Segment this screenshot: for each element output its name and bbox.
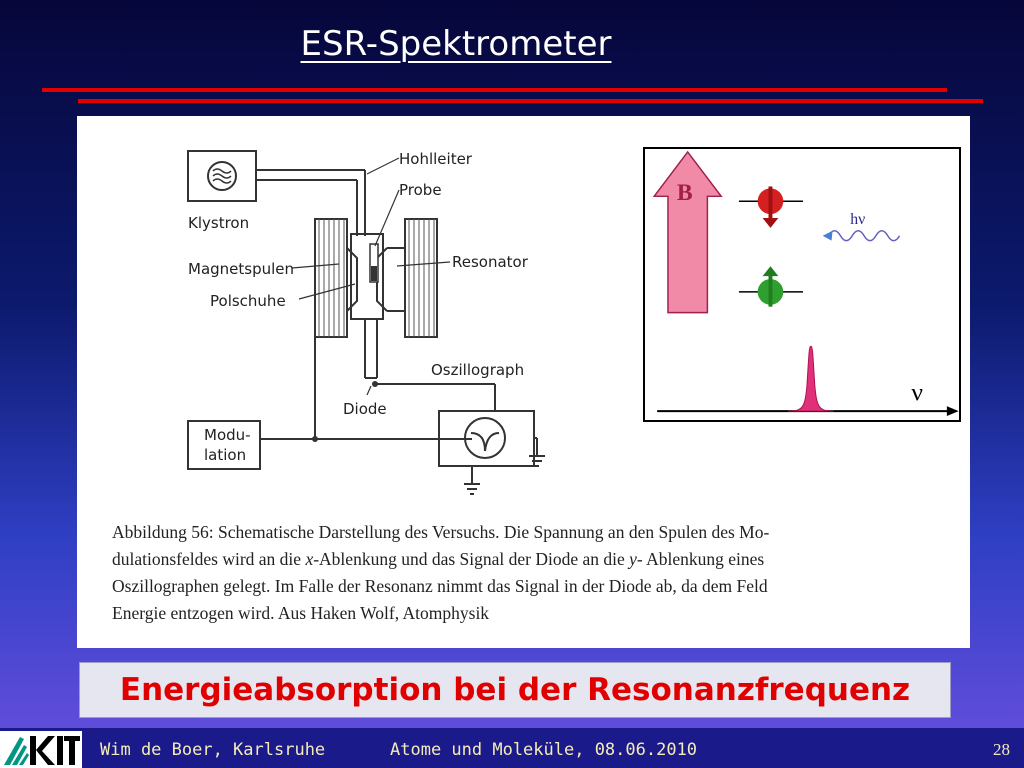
slide-title: ESR-Spektrometer <box>300 24 612 64</box>
probe-sample <box>369 243 379 283</box>
b-field-label: B <box>677 180 693 206</box>
footer-author: Wim de Boer, Karlsruhe <box>100 740 326 760</box>
resonator-body <box>350 233 384 320</box>
modulation-box <box>187 420 261 470</box>
label-modulation-1: Modu- <box>204 426 251 444</box>
caption-var-x: x <box>305 549 314 569</box>
caption-line-1: Abbildung 56: Schematische Darstellung d… <box>112 522 770 542</box>
esr-level-diagram: B hν ν <box>643 147 961 422</box>
title-rule-top <box>42 88 947 92</box>
b-field-arrow <box>652 150 723 314</box>
footer-course-date: Atome und Moleküle, 08.06.2010 <box>390 740 698 760</box>
klystron-box <box>187 150 257 202</box>
label-hohlleiter: Hohlleiter <box>399 150 473 168</box>
caption-var-y: y <box>629 549 637 569</box>
label-magnetspulen: Magnetspulen <box>188 260 294 278</box>
caption-line-2-part-1: dulationsfeldes wird an die <box>112 549 306 569</box>
label-resonator: Resonator <box>452 253 529 271</box>
title-rule-bottom <box>78 99 983 103</box>
label-probe: Probe <box>399 181 442 199</box>
slide-footer: Wim de Boer, Karlsruhe Atome und Molekül… <box>0 728 1024 768</box>
frequency-axis-label: ν <box>911 377 923 406</box>
caption-line-2: dulationsfeldes wird an die x-Ablenkung … <box>112 546 942 573</box>
label-oszillograph: Oszillograph <box>431 361 524 379</box>
headline-box: Energieabsorption bei der Resonanzfreque… <box>79 662 951 718</box>
caption-line-2-part-3: - Ablenkung eines <box>636 549 765 569</box>
kit-logo <box>0 731 82 768</box>
klystron-wave-icon <box>207 161 237 191</box>
magnet-coil-left <box>314 218 348 338</box>
footer-page-number: 28 <box>993 740 1010 759</box>
magnet-coil-right <box>404 218 438 338</box>
label-klystron: Klystron <box>188 214 249 232</box>
caption-line-3: Oszillographen gelegt. Im Falle der Reso… <box>112 576 768 596</box>
absorption-peak <box>788 345 834 412</box>
figure-caption: Abbildung 56: Schematische Darstellung d… <box>112 519 942 627</box>
caption-line-2-part-2: -Ablenkung und das Signal der Diode an d… <box>313 549 630 569</box>
figure-panel: Hohlleiter Probe Klystron Magnetspulen P… <box>77 116 970 648</box>
label-diode: Diode <box>343 400 387 418</box>
label-polschuhe: Polschuhe <box>210 292 286 310</box>
photon-wave <box>827 230 901 242</box>
photon-label: hν <box>850 211 865 228</box>
label-modulation-2: lation <box>204 446 246 464</box>
esr-schematic: Hohlleiter Probe Klystron Magnetspulen P… <box>187 150 545 495</box>
caption-line-4: Energie entzogen wird. Aus Haken Wolf, A… <box>112 603 490 623</box>
